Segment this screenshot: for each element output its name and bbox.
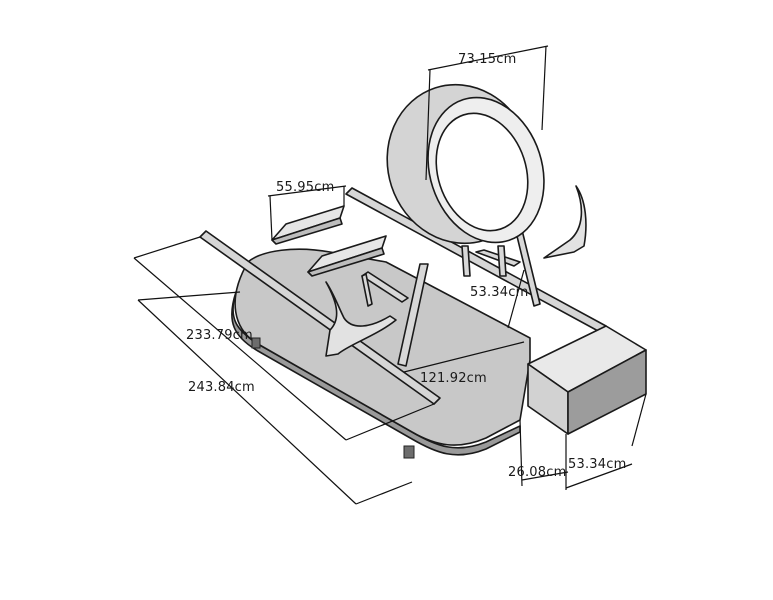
- platform-foot: [251, 337, 261, 349]
- curved-ramp-front: [325, 281, 397, 357]
- ramp-piece-middle: [307, 235, 387, 277]
- storage-box: [527, 325, 647, 435]
- label-rail-gap: 53.34cm: [470, 285, 528, 300]
- label-board-width: 121.92cm: [420, 371, 487, 386]
- rail-front: [199, 230, 441, 405]
- label-box-depth: 26.08cm: [508, 465, 566, 480]
- ramp-piece-loose: [271, 205, 345, 245]
- dimension-lines: [133, 45, 647, 505]
- center-bar: [361, 271, 409, 307]
- label-ramp-width: 55.95cm: [276, 180, 334, 195]
- label-total-length: 243.84cm: [188, 380, 255, 395]
- label-wheel-width: 73.15cm: [458, 52, 516, 67]
- label-inner-length: 233.79cm: [186, 328, 253, 343]
- wheel: [386, 83, 545, 277]
- label-box-width: 53.34cm: [568, 457, 626, 472]
- front-post: [397, 263, 429, 367]
- curved-ramp-back: [543, 185, 587, 259]
- platform-foot: [403, 445, 415, 459]
